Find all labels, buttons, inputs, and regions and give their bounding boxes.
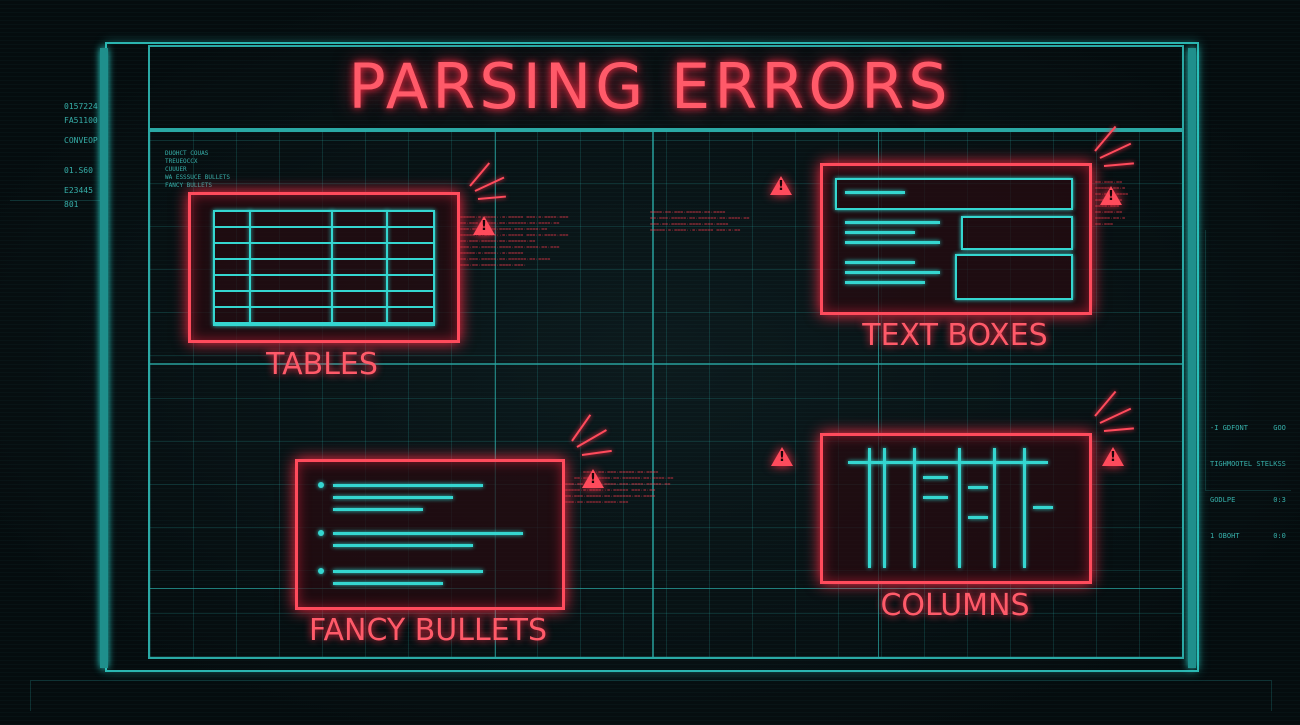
panel-label-text-boxes: TEXT BOXES: [862, 318, 1048, 353]
circuit-trace: [1205, 230, 1291, 491]
bullet-dot-icon: [318, 482, 324, 488]
table-grid-icon: [213, 210, 435, 326]
warning-icon: [582, 469, 604, 488]
panel-columns: [820, 433, 1092, 584]
panel-fancy-bullets: [295, 459, 565, 610]
error-noise: ====·==·===·=====·==·==== ==·===·=====·=…: [650, 210, 750, 234]
circuit-trace: [30, 680, 1272, 711]
panel-text-boxes: [820, 163, 1092, 315]
text-box-shape: [955, 254, 1073, 300]
title-box: [148, 45, 1184, 132]
frame-bar-left: [100, 48, 108, 668]
error-noise: ====·==·===·=====·==·==== ==·===·=====·=…: [565, 470, 674, 506]
panel-label-tables: TABLES: [266, 347, 378, 382]
page-title: PARSING ERRORS: [348, 50, 952, 123]
panel-label-fancy-bullets: FANCY BULLETS: [308, 613, 548, 648]
warning-icon: [771, 447, 793, 466]
right-table: -I GDFONT GOO TIGHMOOTEL STELKSS GODLPE …: [1210, 424, 1286, 540]
warning-icon: [473, 216, 495, 235]
panel-tables: [188, 192, 460, 343]
bullet-dot-icon: [318, 530, 324, 536]
text-box-shape: [835, 178, 1073, 210]
bullet-dot-icon: [318, 568, 324, 574]
frame-bar-right: [1188, 48, 1196, 668]
circuit-trace: [10, 200, 101, 501]
warning-icon: [770, 176, 792, 195]
warning-icon: [1102, 447, 1124, 466]
panel-label-columns: COLUMNS: [880, 588, 1030, 623]
warning-icon: [1100, 186, 1122, 205]
text-box-shape: [961, 216, 1073, 250]
